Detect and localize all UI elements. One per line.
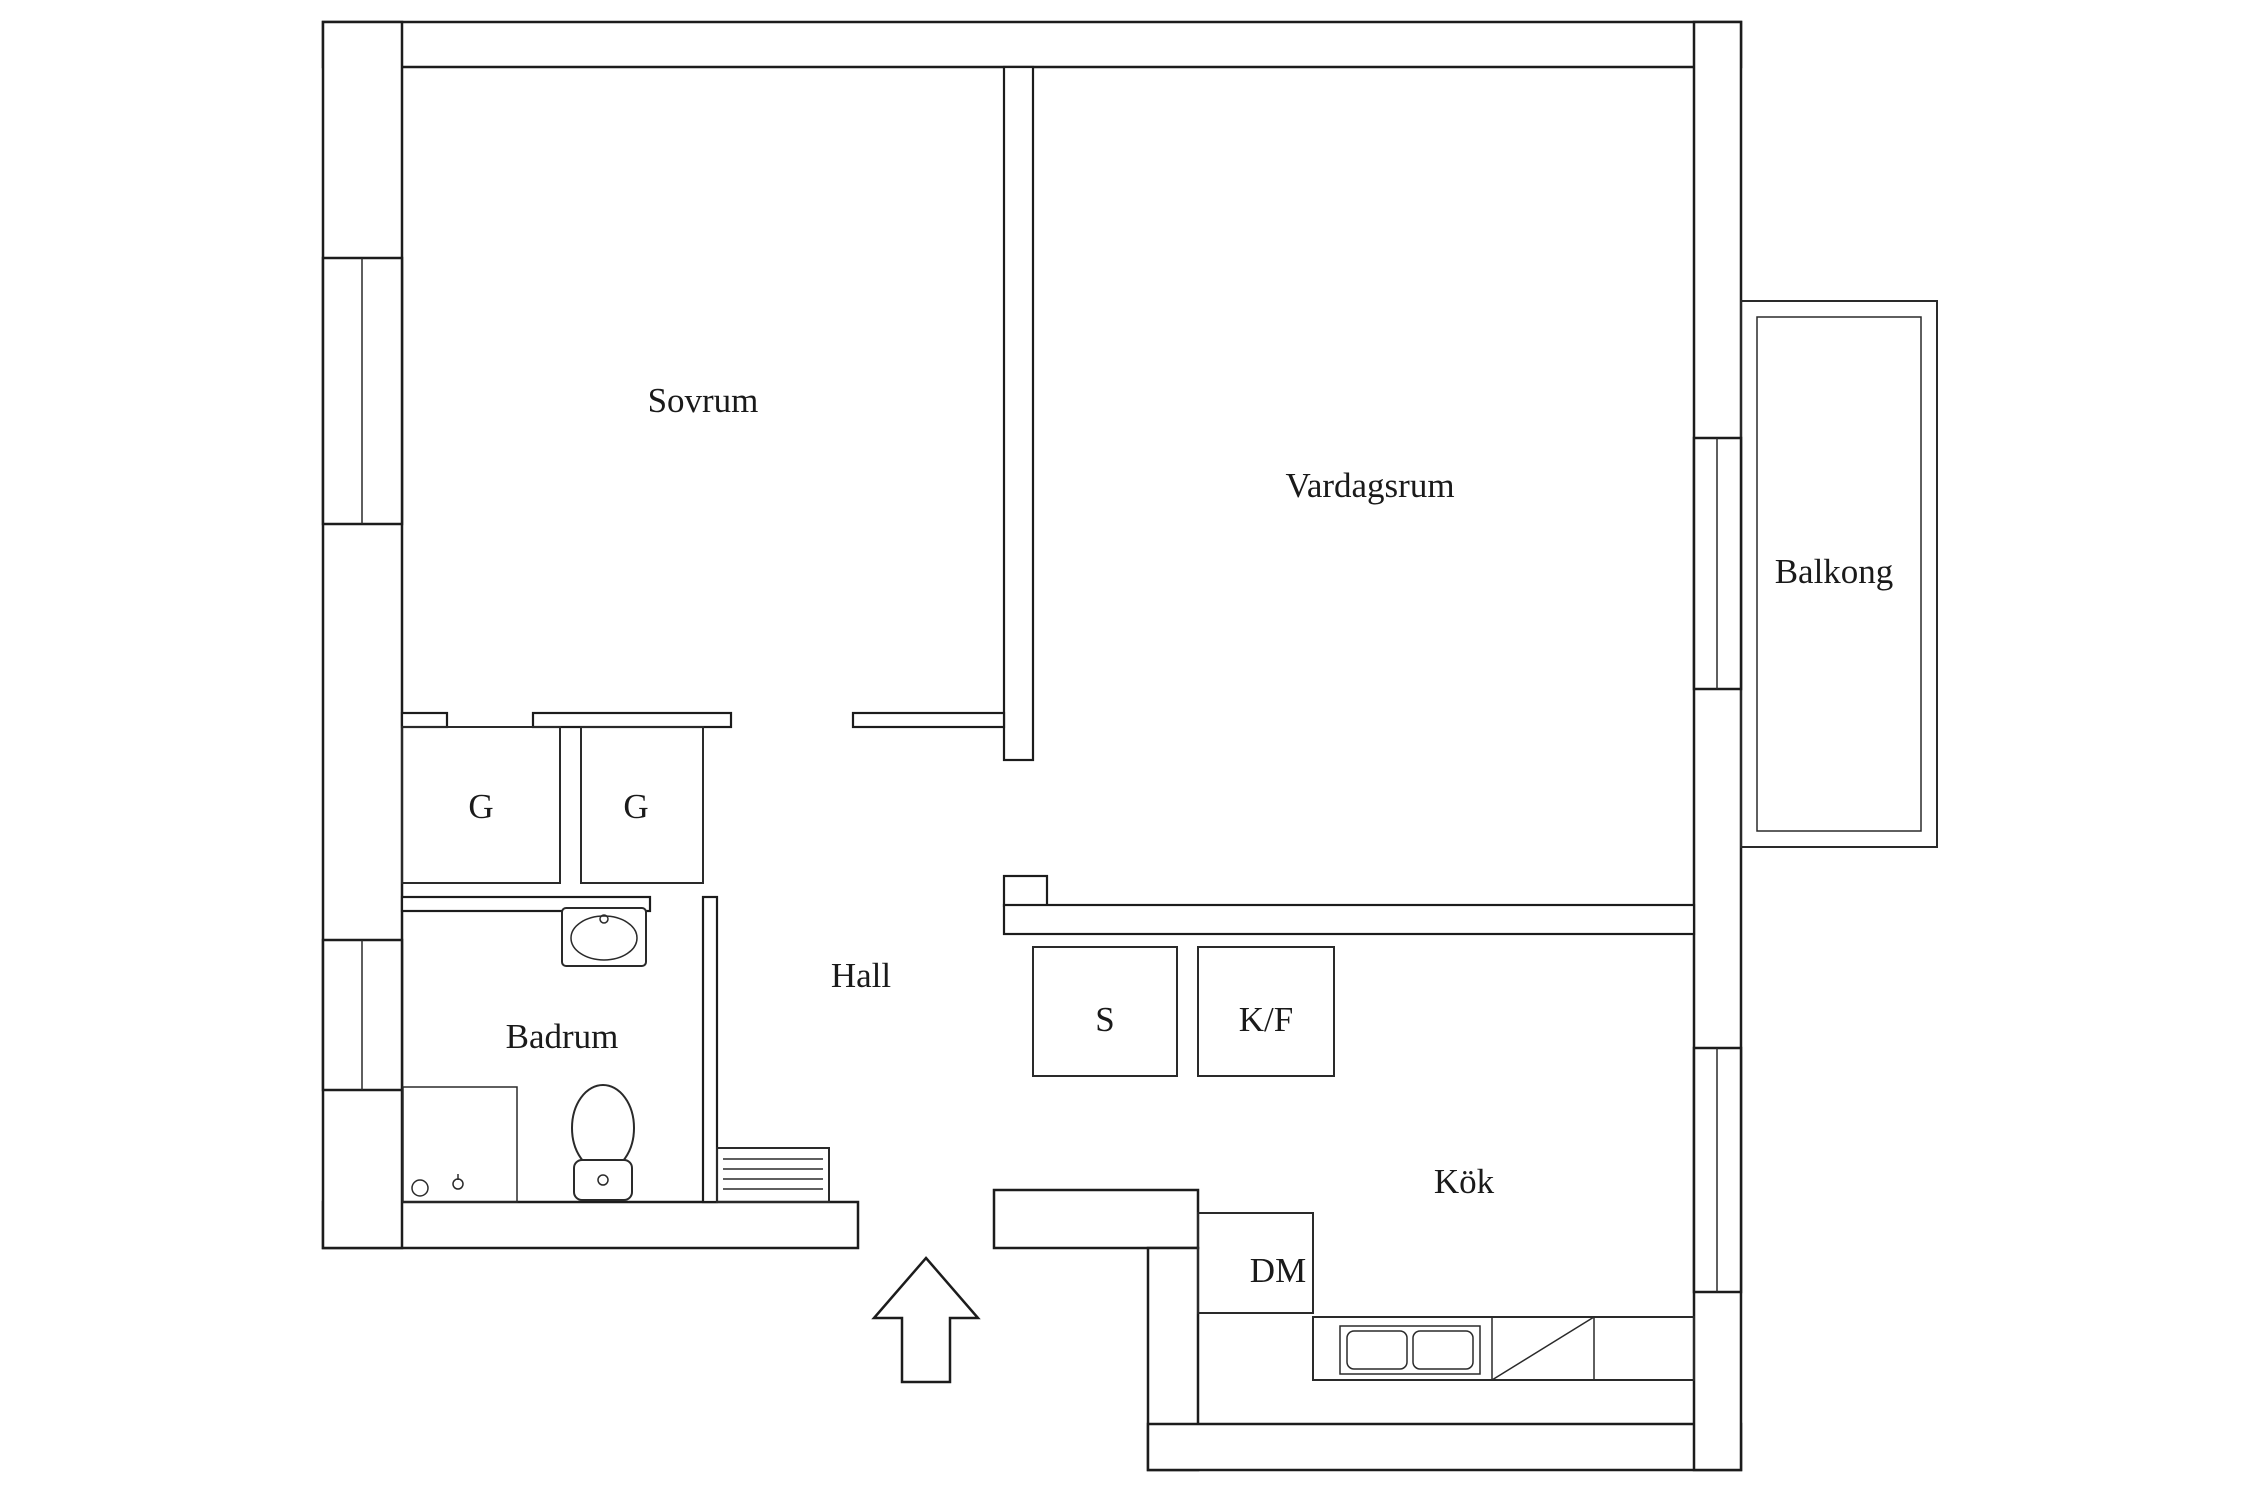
label-wardrobe: S: [1095, 1000, 1114, 1039]
wall-livingroom-bottom: [1002, 903, 1696, 936]
window-icon: [1692, 1046, 1743, 1294]
toilet-icon: [571, 1084, 635, 1201]
label-bedroom: Sovrum: [648, 381, 759, 420]
wall-kitchen-bottom: [1146, 1422, 1743, 1472]
wall-bedroom-livingroom: [1002, 65, 1035, 762]
fridge-freezer-box: [1197, 946, 1335, 1077]
wall-bathroom-right: [701, 895, 719, 1204]
window-icon: [321, 938, 404, 1092]
entrance-arrow-icon: [871, 1256, 981, 1384]
label-bathroom: Badrum: [506, 1017, 619, 1056]
room-labels: Sovrum Vardagsrum Balkong G G Hall Badru…: [468, 381, 1893, 1290]
wall-bedroom-bottom-3: [851, 711, 1006, 729]
wardrobe-box: [1032, 946, 1178, 1077]
balcony-door-icon: [1692, 436, 1743, 691]
stove-icon: [1491, 1316, 1595, 1381]
wall-bedroom-bottom-2: [531, 711, 733, 729]
label-living-room: Vardagsrum: [1285, 466, 1454, 505]
balcony-inner-rail: [1756, 316, 1922, 832]
wall-bottom-mid: [992, 1188, 1200, 1250]
label-balcony: Balkong: [1775, 552, 1894, 591]
label-dishwasher: DM: [1250, 1251, 1306, 1290]
closet-left-box: [401, 726, 561, 884]
wall-top: [321, 20, 1743, 69]
closets: [401, 726, 1335, 1314]
wall-bedroom-bottom-1: [400, 711, 449, 729]
kitchen-counter: [1312, 1316, 1695, 1381]
windows: [321, 256, 1743, 1294]
kitchen-sink-icon: [1339, 1325, 1481, 1375]
label-closet-left: G: [468, 787, 493, 826]
closet-right-box: [580, 726, 704, 884]
interior-walls: [400, 65, 1696, 1204]
label-fridge-freezer: K/F: [1239, 1000, 1293, 1039]
label-closet-right: G: [623, 787, 648, 826]
sink-icon: [561, 907, 647, 967]
label-kitchen: Kök: [1434, 1162, 1495, 1201]
dishwasher-box: [1197, 1212, 1314, 1314]
shower-icon: [402, 1086, 518, 1203]
label-hall: Hall: [831, 956, 892, 995]
bathroom-fixtures: [402, 907, 830, 1203]
wall-livingroom-bottom-jog: [1002, 874, 1049, 908]
window-icon: [321, 256, 404, 526]
radiator-icon: [716, 1147, 830, 1203]
